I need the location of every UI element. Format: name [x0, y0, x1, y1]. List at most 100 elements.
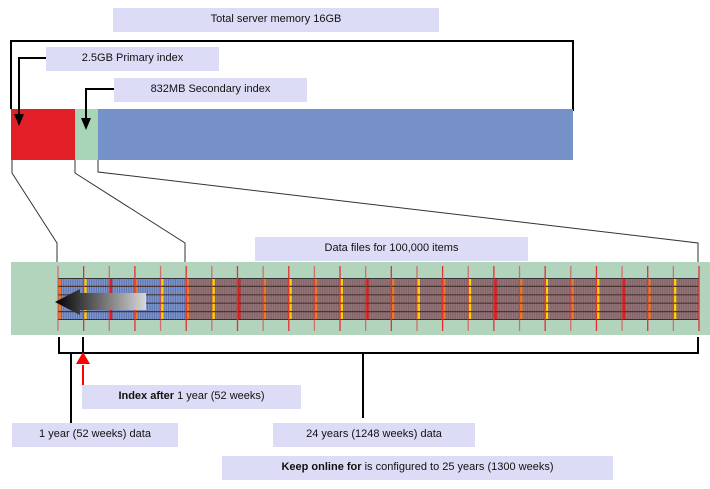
twentyfour-years-label: 24 years (1248 weeks) data: [273, 423, 475, 447]
week-stripe: [664, 279, 666, 319]
week-stripe: [503, 279, 505, 319]
week-stripe: [487, 279, 489, 319]
secondary-index-arrowhead: [81, 118, 91, 130]
timeline-year-13: [365, 279, 392, 319]
week-stripe: [671, 279, 673, 319]
week-stripe: [550, 279, 552, 319]
week-stripe: [266, 279, 268, 319]
week-stripe: [631, 279, 633, 319]
year-marker: [263, 279, 267, 319]
keep-online-bold: Keep online for: [281, 461, 362, 473]
week-stripe: [422, 279, 424, 319]
week-stripe: [328, 279, 330, 319]
week-stripe: [228, 279, 230, 319]
index-after-arrowhead: [76, 352, 90, 364]
week-stripe: [445, 279, 447, 319]
week-stripe: [312, 279, 314, 319]
primary-index-label: 2.5GB Primary index: [46, 47, 219, 71]
week-stripe: [489, 279, 491, 319]
week-stripe: [478, 279, 480, 319]
week-stripe: [389, 279, 391, 319]
week-stripe: [359, 279, 361, 319]
week-stripe: [617, 279, 619, 319]
week-stripe: [480, 279, 482, 319]
week-stripe: [307, 279, 309, 319]
week-stripe: [349, 279, 351, 319]
week-stripe: [347, 279, 349, 319]
timeline-year-6: [186, 279, 212, 319]
index-after-bold: Index after: [118, 390, 175, 402]
week-stripe: [273, 279, 274, 319]
week-stripe: [529, 279, 531, 319]
week-stripe: [506, 279, 507, 319]
week-stripe: [634, 279, 636, 319]
primary-index-text: 2.5GB Primary index: [81, 52, 184, 64]
week-stripe: [189, 279, 191, 319]
week-stripe: [242, 279, 244, 319]
week-stripe: [184, 279, 186, 319]
year-marker: [289, 279, 292, 319]
year-marker: [58, 279, 61, 319]
week-stripe: [384, 279, 386, 319]
week-stripe: [270, 279, 272, 319]
week-stripe: [165, 279, 167, 319]
week-stripe: [268, 279, 270, 319]
week-stripe: [175, 279, 176, 319]
week-stripe: [361, 279, 363, 319]
week-stripe: [156, 279, 158, 319]
week-stripe: [291, 279, 293, 319]
week-stripe: [177, 279, 179, 319]
week-stripe: [181, 279, 183, 319]
week-stripe: [452, 279, 454, 319]
week-stripe: [438, 279, 440, 319]
connector-secondary-end: [97, 160, 699, 263]
keep-online-rest: is configured to 25 years (1300 weeks): [361, 461, 554, 473]
week-stripe: [382, 279, 384, 319]
timeline-cells: [58, 278, 699, 320]
timeline-year-24: [647, 279, 674, 319]
week-stripe: [363, 279, 365, 319]
timeline-year-16: [442, 279, 469, 319]
timeline-year-22: [596, 279, 623, 319]
timeline-year-18: [493, 279, 520, 319]
timeline-year-10: [288, 279, 315, 319]
week-stripe: [410, 279, 412, 319]
timeline-year-15: [416, 279, 443, 319]
week-stripe: [398, 279, 400, 319]
year-marker: [622, 279, 626, 319]
week-stripe: [625, 279, 626, 319]
week-stripe: [224, 279, 225, 319]
week-stripe: [251, 279, 253, 319]
week-stripe: [604, 279, 605, 319]
week-stripe: [154, 279, 155, 319]
week-stripe: [482, 279, 484, 319]
year-marker: [468, 279, 472, 319]
week-stripe: [249, 279, 251, 319]
week-stripe: [221, 279, 223, 319]
week-stripe: [543, 279, 545, 319]
week-stripe: [245, 279, 246, 319]
timeline-year-14: [391, 279, 417, 319]
week-stripe: [396, 279, 398, 319]
week-stripe: [578, 279, 580, 319]
connector-primary-start: [11, 160, 58, 263]
timeline-year-17: [468, 279, 494, 319]
week-stripe: [147, 279, 149, 319]
week-stripe: [335, 279, 337, 319]
week-stripe: [538, 279, 540, 319]
one-year-text: 1 year (52 weeks) data: [39, 428, 151, 440]
timeline-year-9: [263, 279, 289, 319]
year-marker: [237, 279, 241, 319]
week-stripe: [326, 279, 328, 319]
timeline-year-7: [211, 279, 238, 319]
week-stripe: [203, 279, 204, 319]
week-stripe: [310, 279, 312, 319]
week-stripe: [615, 279, 617, 319]
week-stripe: [405, 279, 407, 319]
week-stripe: [429, 279, 431, 319]
week-stripe: [690, 279, 692, 319]
week-stripe: [517, 279, 519, 319]
week-stripe: [641, 279, 643, 319]
week-stripe: [408, 279, 410, 319]
primary-index-arrow: [18, 57, 50, 118]
